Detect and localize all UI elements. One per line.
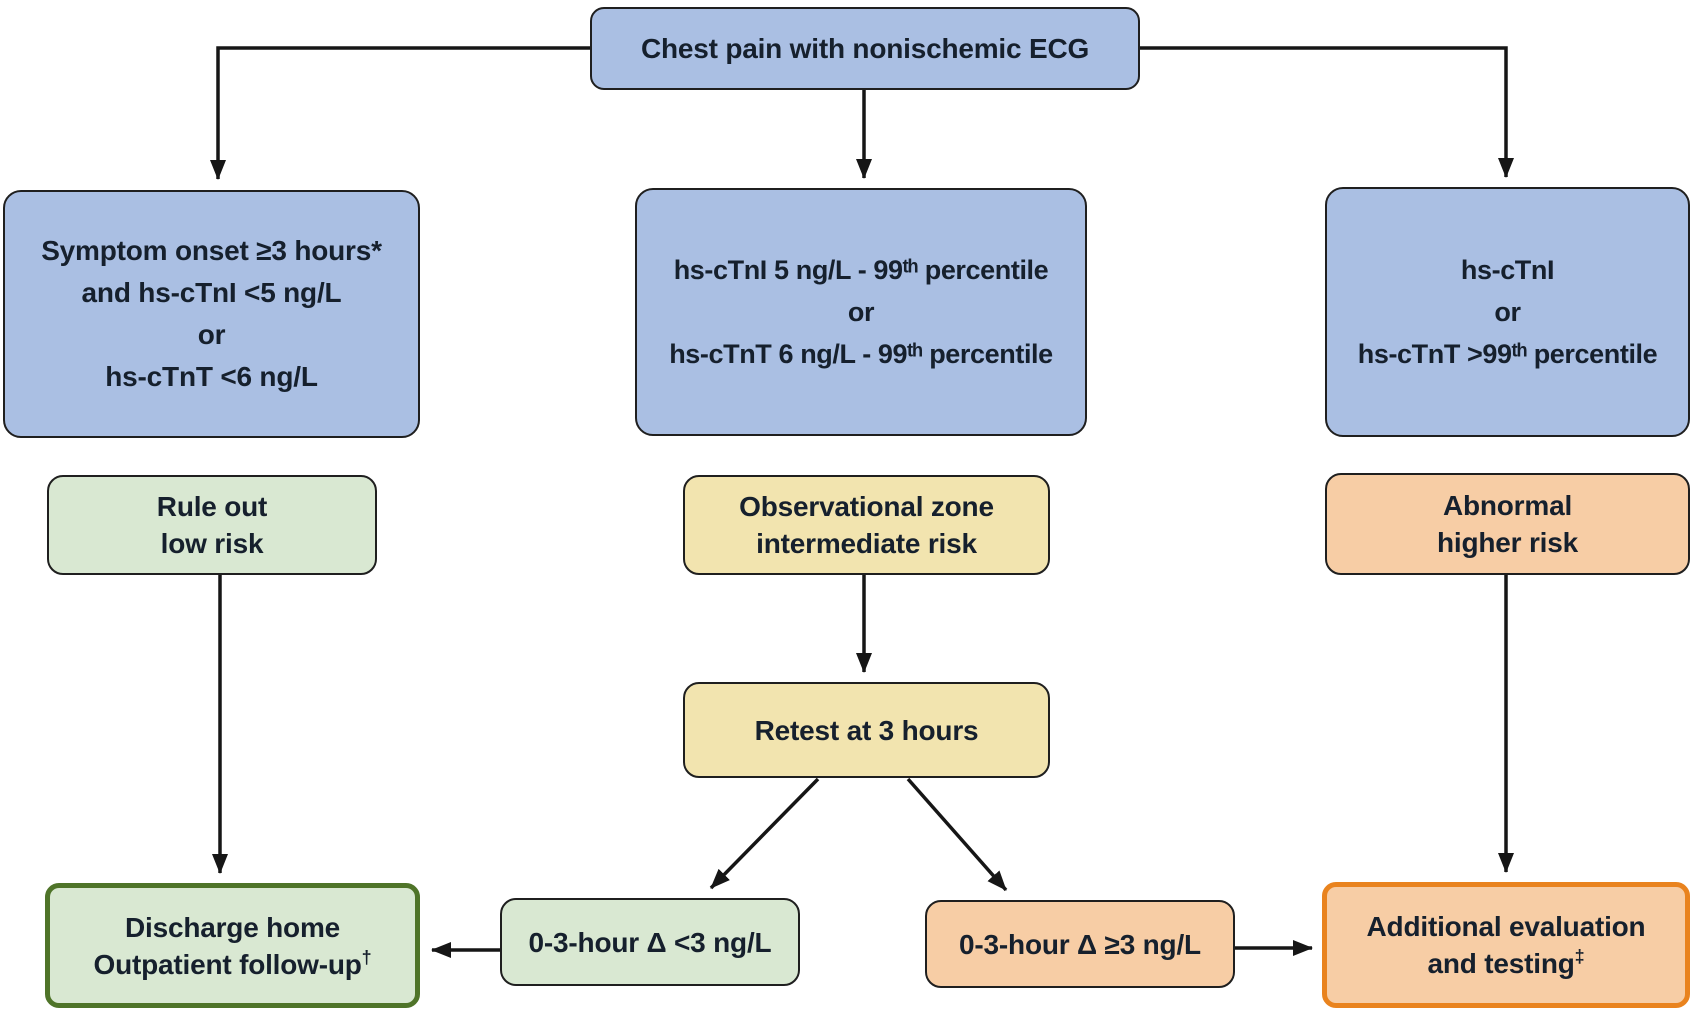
node-delta-low: 0-3-hour Δ <3 ng/L [500,898,800,986]
node-symptom-onset-line1: Symptom onset ≥3 hours* [41,235,382,266]
node-intermediate-troponin: hs-cTnI 5 ng/L - 99ᵗʰ percentile or hs-c… [635,188,1087,436]
node-intermediate-troponin-line3: hs-cTnT 6 ng/L - 99ᵗʰ percentile [669,339,1053,369]
arrow-retest-to-delta-high [906,777,1008,892]
node-rule-out-line2: low risk [160,528,264,559]
node-abnormal-line1: Abnormal [1442,490,1573,521]
node-retest-label: Retest at 3 hours [754,714,979,746]
node-discharge-line2-text: Outpatient follow-up [93,948,362,980]
node-discharge-line2: Outpatient follow-up† [94,946,372,983]
node-intermediate-troponin-line1: hs-cTnI 5 ng/L - 99ᵗʰ percentile [673,255,1049,285]
double-dagger-footnote-mark: ‡ [1574,946,1585,967]
node-additional-evaluation-line2-text: and testing [1427,948,1575,979]
node-rule-out: Rule out low risk [47,475,377,575]
node-high-troponin-line1: hs-cTnI [1460,255,1555,285]
node-abnormal: Abnormal higher risk [1325,473,1690,575]
arrow-retest-to-delta-low [709,777,820,890]
node-abnormal-line2: higher risk [1437,527,1578,558]
node-delta-high-label: 0-3-hour Δ ≥3 ng/L [959,928,1201,960]
node-additional-evaluation: Additional evaluation and testing‡ [1322,882,1690,1008]
node-intermediate-troponin-line2: or [847,297,875,327]
node-discharge-line1: Discharge home [124,911,341,943]
node-observational-zone: Observational zone intermediate risk [683,475,1050,575]
node-symptom-onset: Symptom onset ≥3 hours* and hs-cTnI <5 n… [3,190,420,438]
node-additional-evaluation-line1: Additional evaluation [1366,911,1646,942]
node-additional-evaluation-line2: and testing‡ [1428,945,1585,982]
node-chest-pain-label: Chest pain with nonischemic ECG [640,32,1090,64]
node-symptom-onset-line2: and hs-cTnI <5 ng/L [81,277,342,308]
node-delta-low-label: 0-3-hour Δ <3 ng/L [528,926,772,958]
node-observational-zone-line1: Observational zone [739,491,994,522]
node-rule-out-line1: Rule out [156,491,268,522]
arrow-top-to-left [210,46,590,180]
node-high-troponin: hs-cTnI or hs-cTnT >99ᵗʰ percentile [1325,187,1690,437]
node-retest: Retest at 3 hours [683,682,1050,778]
dagger-footnote-mark: † [361,947,372,968]
node-chest-pain: Chest pain with nonischemic ECG [590,7,1140,90]
node-discharge: Discharge home Outpatient follow-up† [45,883,420,1008]
node-observational-zone-line2: intermediate risk [756,528,977,559]
node-symptom-onset-line3: or [197,319,226,350]
node-high-troponin-line3: hs-cTnT >99ᵗʰ percentile [1357,339,1658,369]
node-symptom-onset-line4: hs-cTnT <6 ng/L [105,361,318,392]
node-delta-high: 0-3-hour Δ ≥3 ng/L [925,900,1235,988]
arrow-top-to-right [1140,46,1514,178]
node-high-troponin-line2: or [1494,297,1521,327]
